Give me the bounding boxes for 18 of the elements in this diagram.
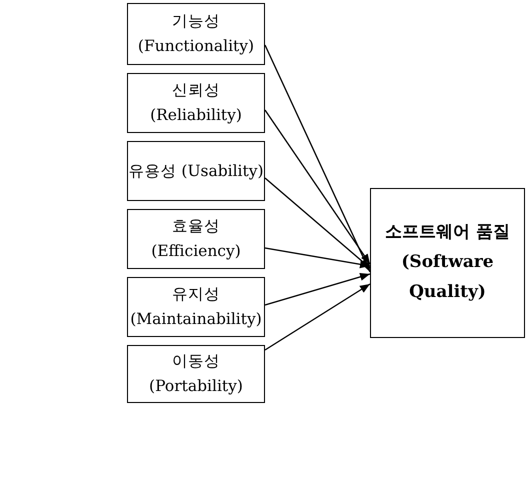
attribute-box xyxy=(127,141,265,201)
arrow xyxy=(264,44,371,272)
arrow xyxy=(264,273,370,306)
box-label: 기능성 (Functionality) xyxy=(138,12,254,55)
attribute-box xyxy=(127,73,265,133)
arrow xyxy=(264,283,370,351)
box-label: 이동성 (Portability) xyxy=(149,352,243,395)
arrow xyxy=(264,110,371,264)
box-label: 소프트웨어 품질 (Software Quality) xyxy=(385,222,510,302)
result-box xyxy=(370,188,525,338)
attribute-box xyxy=(127,3,265,65)
attribute-box xyxy=(127,209,265,269)
attribute-box xyxy=(127,345,265,403)
box-label: 유지성 (Maintainability) xyxy=(130,285,262,328)
box-label: 유용성 (Usability) xyxy=(128,162,264,180)
attribute-box xyxy=(127,277,265,337)
box-label: 효율성 (Efficiency) xyxy=(151,217,241,260)
box-label: 신뢰성 (Reliability) xyxy=(150,81,242,124)
